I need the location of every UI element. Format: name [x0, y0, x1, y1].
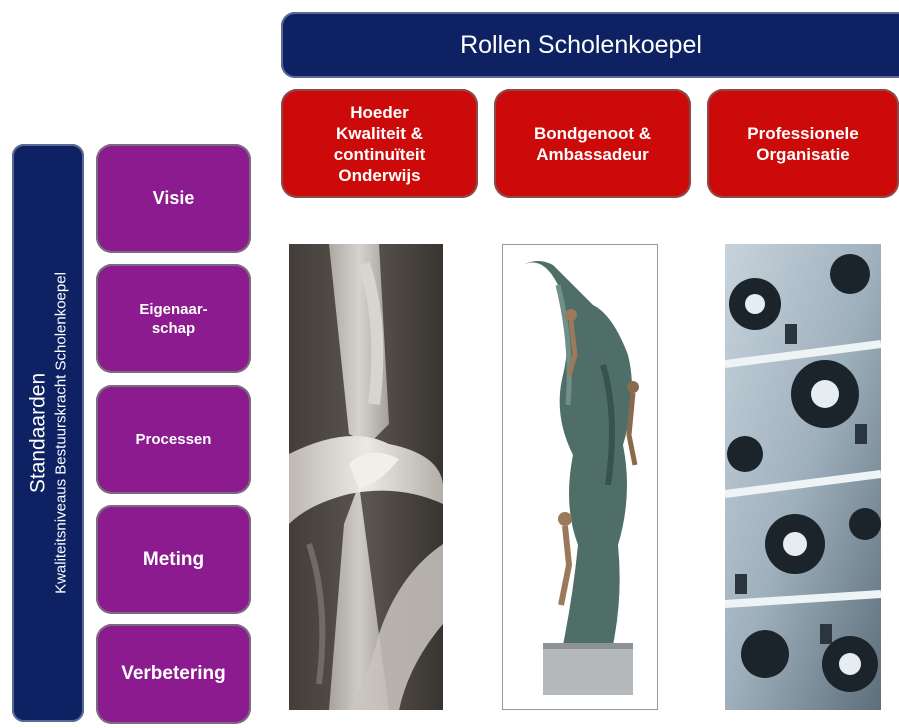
standard-box-verbetering: Verbetering: [96, 624, 251, 724]
standards-subtitle: Kwaliteitsniveaus Bestuurskracht Scholen…: [52, 272, 70, 594]
roles-header-title: Rollen Scholenkoepel: [460, 30, 702, 59]
role-label-bondgenoot: Bondgenoot & Ambassadeur: [533, 123, 652, 164]
climbing-figures-sculpture-photo: [502, 244, 658, 710]
standard-box-meting: Meting: [96, 505, 251, 614]
joined-hands-photo: [289, 244, 443, 710]
standards-title: Standaarden: [26, 372, 50, 494]
standard-label-verbetering: Verbetering: [121, 663, 226, 684]
standards-sidebar: [12, 144, 84, 722]
standard-box-visie: Visie: [96, 144, 251, 253]
standard-label-processen: Processen: [135, 431, 212, 448]
standards-sidebar-text: Standaarden Kwaliteitsniveaus Bestuurskr…: [26, 153, 71, 713]
standard-label-eigenaarschap: Eigenaar- schap: [139, 300, 208, 337]
roles-header: Rollen Scholenkoepel: [281, 12, 899, 78]
sculpture-graphic: [503, 245, 657, 709]
role-box-bondgenoot: Bondgenoot & Ambassadeur: [494, 89, 691, 198]
gears-photo: [725, 244, 881, 710]
role-label-professionele-organisatie: Professionele Organisatie: [747, 123, 859, 164]
role-label-hoeder: Hoeder Kwaliteit & continuïteit Onderwij…: [333, 102, 426, 185]
standard-box-processen: Processen: [96, 385, 251, 494]
role-box-hoeder: Hoeder Kwaliteit & continuïteit Onderwij…: [281, 89, 478, 198]
gears-graphic: [725, 244, 881, 710]
joined-hands-graphic: [289, 244, 443, 710]
role-box-professionele-organisatie: Professionele Organisatie: [707, 89, 899, 198]
standard-box-eigenaarschap: Eigenaar- schap: [96, 264, 251, 373]
standard-label-meting: Meting: [142, 548, 205, 570]
standard-label-visie: Visie: [152, 188, 195, 208]
